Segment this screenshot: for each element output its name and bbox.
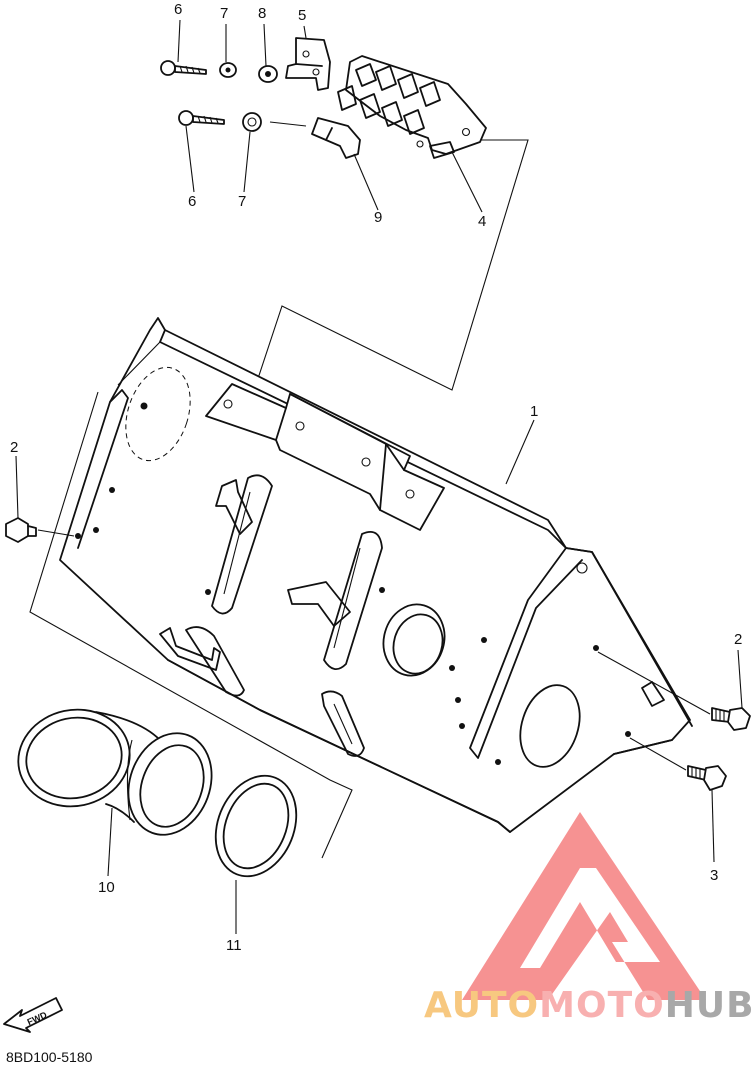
callout-4: 4 <box>478 213 486 230</box>
callout-6-bottom: 6 <box>188 193 196 210</box>
bolt-part-2-left <box>5 517 37 543</box>
watermark-word-moto: MOTO <box>539 985 665 1026</box>
nut-part-7-top <box>219 62 237 78</box>
bolt-part-2-right <box>711 707 751 731</box>
watermark-word-auto: AUTO <box>424 985 539 1026</box>
callout-2-right: 2 <box>734 631 742 648</box>
callout-7-top: 7 <box>220 5 228 22</box>
part-code: 8BD100-5180 <box>6 1049 93 1065</box>
clamp-part-9 <box>311 117 361 159</box>
callout-11: 11 <box>226 937 242 954</box>
watermark-logo: AUTOMOTOHUB <box>424 812 752 1026</box>
callout-7-bottom: 7 <box>238 193 246 210</box>
grommet-part-7-bottom <box>242 112 262 132</box>
air-duct-part-10 <box>17 708 213 836</box>
watermark-mark-icon <box>462 812 706 1000</box>
bolt-part-3 <box>687 765 727 791</box>
gasket-ring-part-11 <box>214 774 298 878</box>
leader-lines <box>15 19 743 934</box>
callout-5: 5 <box>298 7 306 24</box>
main-panel-part-1 <box>59 317 693 833</box>
clip-bracket-part-4 <box>337 55 487 159</box>
fwd-arrow-icon: FWD <box>3 997 63 1033</box>
callout-8: 8 <box>258 5 266 22</box>
washer-part-8 <box>258 65 278 83</box>
callout-1: 1 <box>530 403 538 420</box>
small-bracket-part-5 <box>285 37 331 91</box>
screw-part-6-top <box>160 60 207 76</box>
watermark-text: AUTOMOTOHUB <box>424 985 752 1026</box>
callout-10: 10 <box>98 879 115 896</box>
callout-2-left: 2 <box>10 439 18 456</box>
screw-part-6-bottom <box>178 110 225 126</box>
callout-9: 9 <box>374 209 382 226</box>
callout-6-top: 6 <box>174 1 182 18</box>
watermark-word-hub: HUB <box>665 985 752 1026</box>
callout-3: 3 <box>710 867 718 884</box>
